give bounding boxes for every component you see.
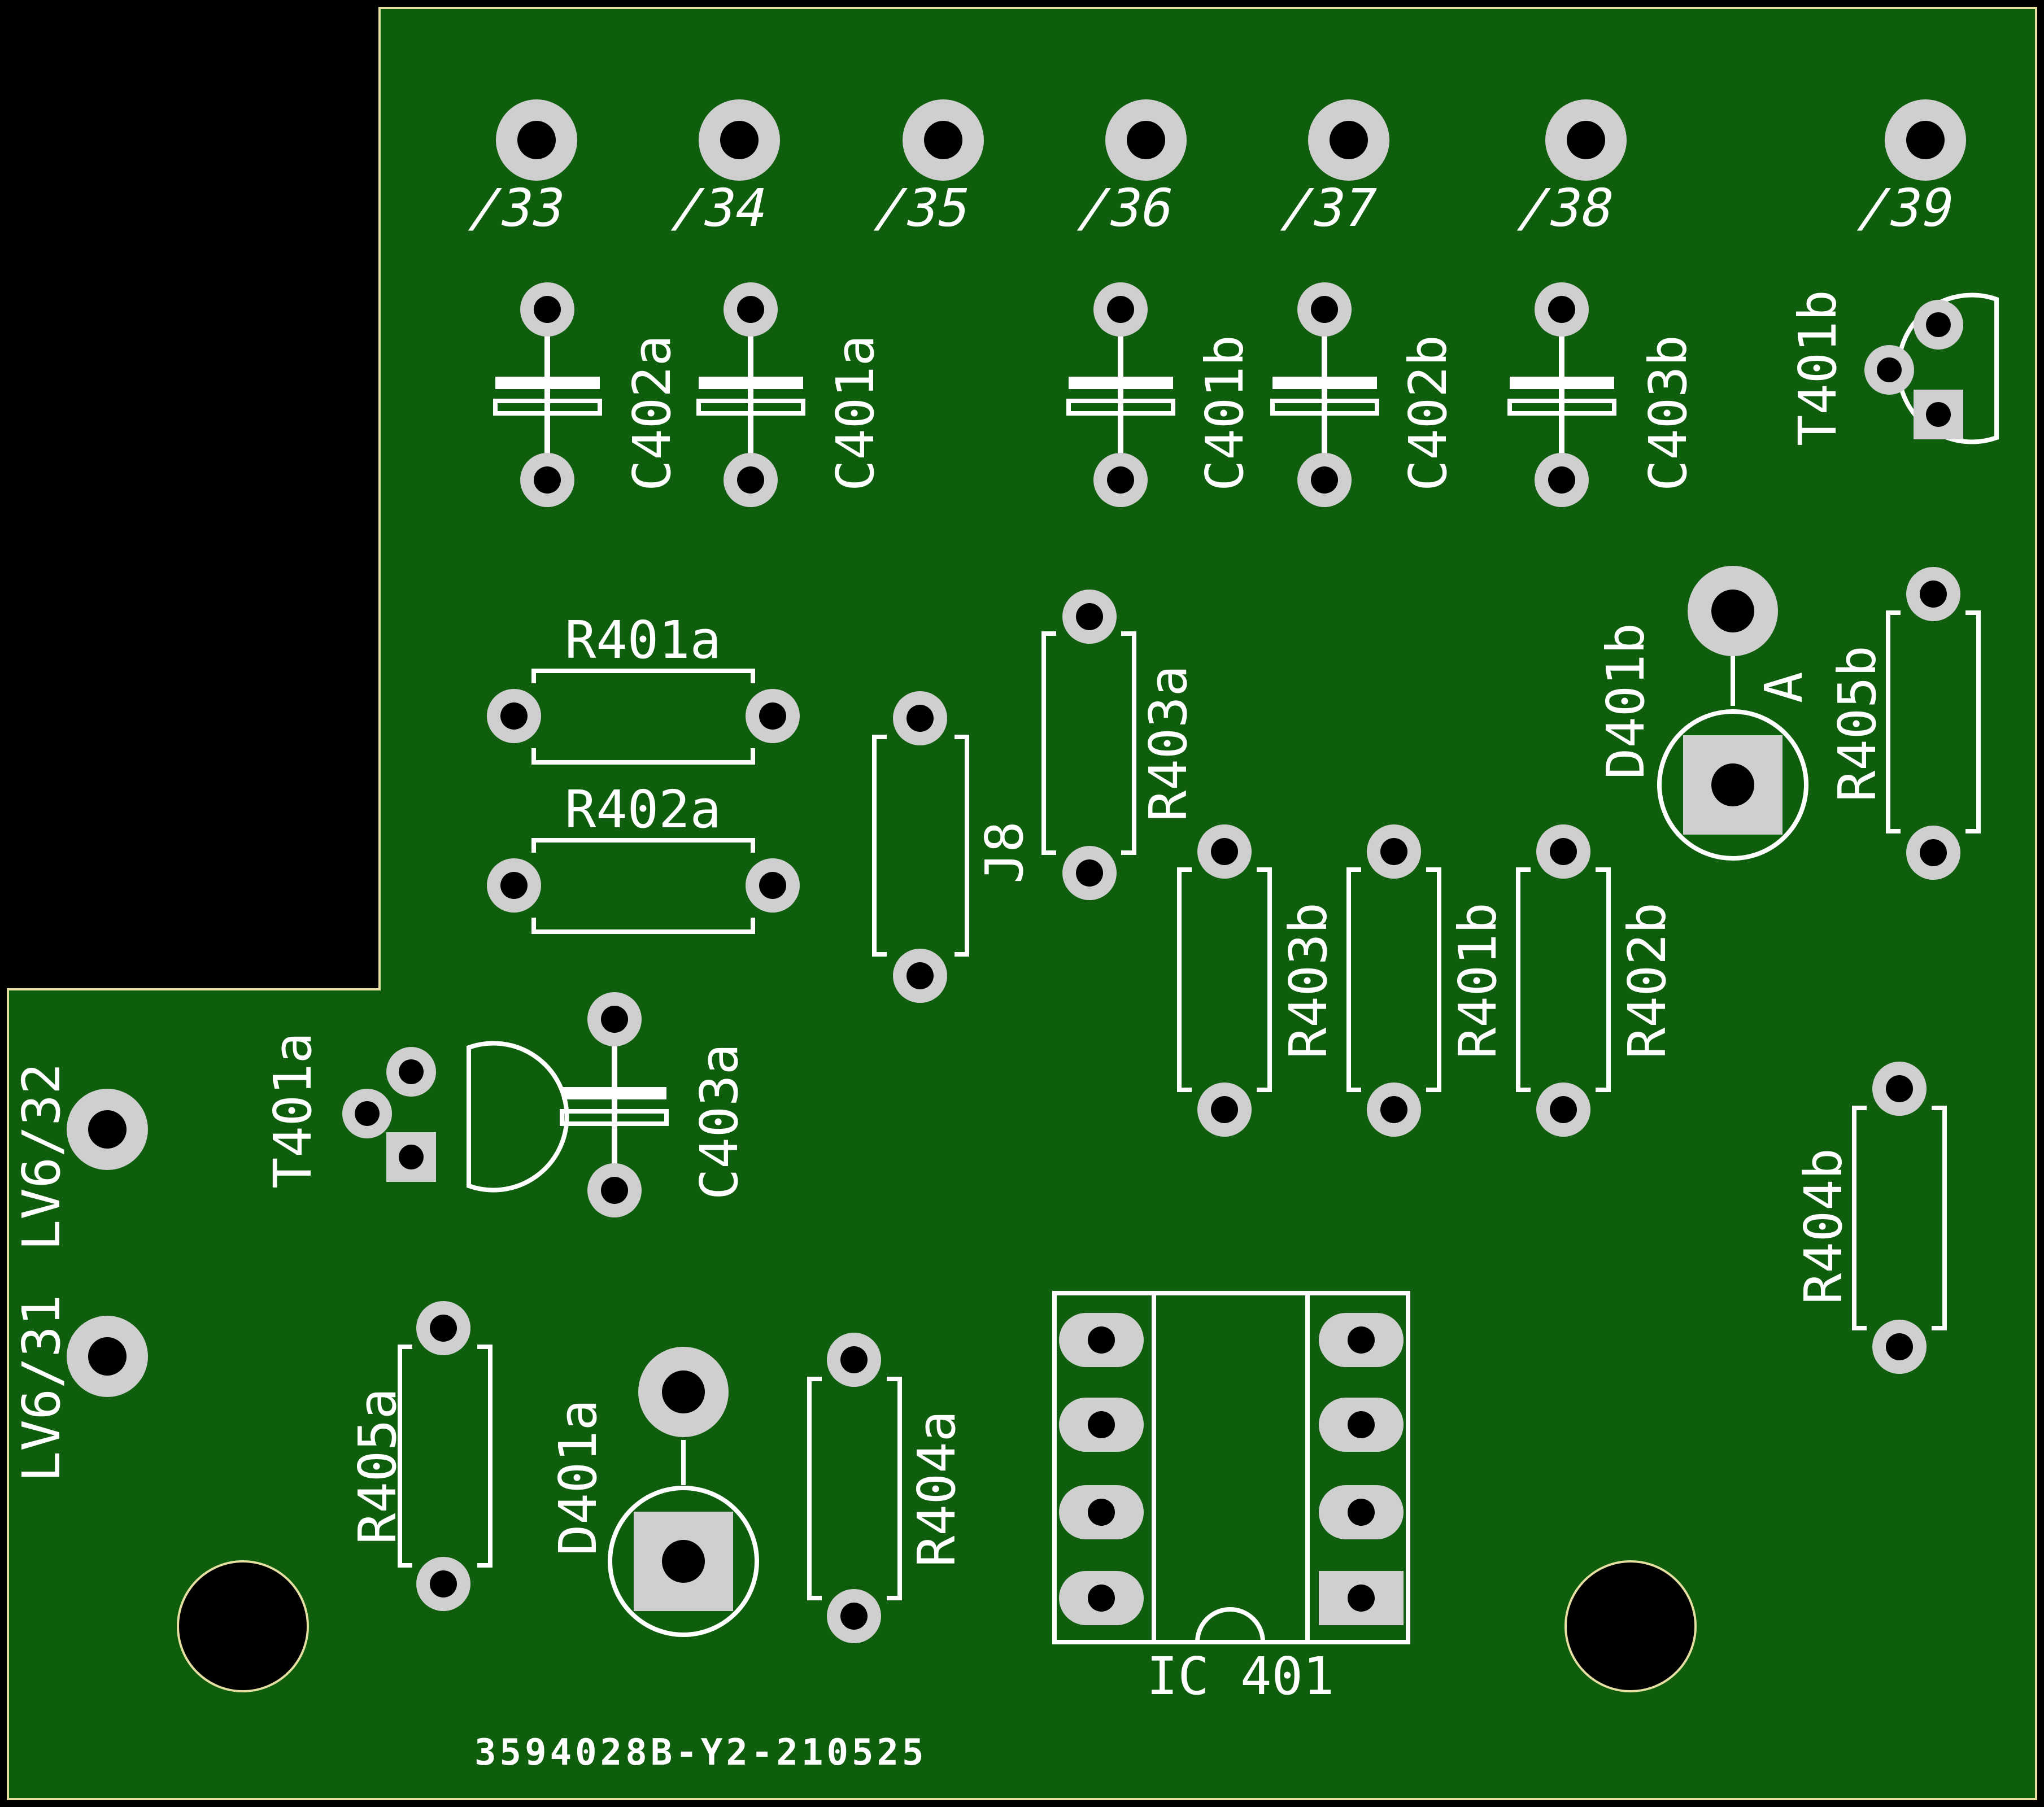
label-anode-b: A [1754,672,1814,703]
label-r405b: R405b [1827,645,1888,802]
resistor-r404a [807,1333,902,1643]
label-c401a: C401a [825,335,886,491]
resistor-r402b [1516,824,1611,1137]
resistor-r405a [398,1301,493,1611]
pin-label-39: /39 [1853,178,1959,238]
pin-label-37: /37 [1276,178,1383,238]
resistor-r402a [487,838,800,934]
ic-pin-2[interactable] [1319,1398,1404,1452]
label-c403a: C403a [689,1044,749,1200]
pad-39[interactable] [1885,99,1966,181]
label-c401b: C401b [1195,335,1255,491]
pin-label-38: /38 [1513,178,1619,238]
ic-pin-7[interactable] [1059,1398,1144,1452]
label-t401b: T401b [1788,290,1848,446]
transistor-t401a [342,1041,569,1193]
label-r401b: R401b [1448,902,1508,1059]
label-ic401: IC 401 [1147,1646,1334,1706]
capacitor-c402a [493,282,602,507]
resistor-r401b [1346,824,1441,1137]
ic-401 [1052,1291,1410,1644]
ic-pin-8[interactable] [1059,1313,1144,1367]
resistor-r403a [1041,590,1136,900]
label-lv6-32: LV6/32 [11,1063,72,1251]
mounting-hole-right [1564,1560,1697,1692]
label-r403a: R403a [1138,665,1198,822]
label-r405a: R405a [347,1388,408,1544]
pad-lv6-32[interactable] [67,1089,148,1170]
capacitor-c403b [1507,282,1616,507]
pin-label-34: /34 [666,178,773,238]
capacitor-c401b [1066,282,1175,507]
label-t401a: T401a [263,1032,323,1189]
board-id: 3594028B-Y2-210525 [474,1732,927,1774]
pad-lv6-31[interactable] [67,1316,148,1397]
label-d401b: D401b [1596,623,1656,779]
capacitor-c401a [696,282,805,507]
pad-34[interactable] [699,99,780,181]
label-c402a: C402a [622,335,682,491]
board-outline [7,7,2037,1800]
label-r404a: R404a [906,1411,967,1567]
diode-d401b [1657,566,1808,861]
label-r403b: R403b [1278,902,1339,1059]
pad-37[interactable] [1308,99,1389,181]
label-r404b: R404b [1793,1148,1854,1304]
label-r401a: R401a [565,610,721,670]
label-r402b: R402b [1617,902,1677,1059]
ic-pin-6[interactable] [1059,1485,1144,1539]
resistor-r403b [1177,824,1272,1137]
resistor-r401a [487,669,800,765]
ic-pin-5[interactable] [1059,1571,1144,1625]
capacitor-c402b [1270,282,1379,507]
ic-pin-4[interactable] [1319,1571,1404,1625]
pad-35[interactable] [903,99,984,181]
transistor-t401b [1864,293,1999,444]
pin-label-33: /33 [464,178,570,238]
pad-33[interactable] [496,99,577,181]
resistor-r404b [1852,1062,1947,1374]
jumper-j8 [872,691,969,1003]
pad-38[interactable] [1545,99,1627,181]
pad-36[interactable] [1105,99,1187,181]
ic-pin-1[interactable] [1319,1313,1404,1367]
ic-pin-3[interactable] [1319,1485,1404,1539]
label-r402a: R402a [565,779,721,840]
resistor-r405b [1886,567,1981,880]
diode-d401a [608,1347,759,1637]
pin-label-36: /36 [1073,178,1179,238]
label-j8: J8 [974,821,1035,884]
mounting-hole-left [177,1560,309,1692]
label-c403b: C403b [1638,335,1698,491]
label-c402b: C402b [1398,335,1458,491]
capacitor-c403a [560,992,669,1217]
label-lv6-31: LV6/31 [11,1295,72,1482]
top-pin-row: /33 /34 /35 /36 /37 /38 /39 [464,99,1966,238]
pin-label-35: /35 [869,178,976,238]
label-d401a: D401a [548,1399,608,1556]
